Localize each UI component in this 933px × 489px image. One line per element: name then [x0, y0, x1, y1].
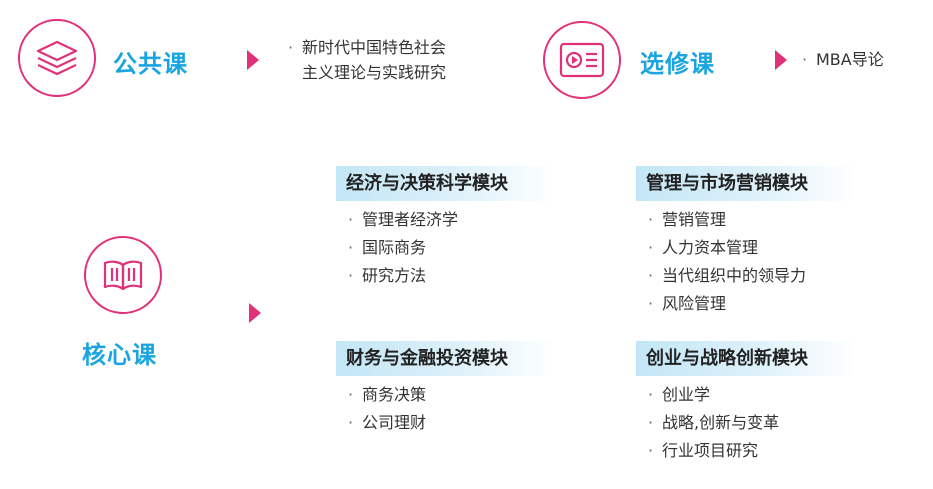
core-course-arrow-icon [249, 303, 261, 323]
module-title: 经济与决策科学模块 [336, 166, 556, 201]
module-title: 创业与战略创新模块 [636, 341, 856, 376]
list-item: ·研究方法 [348, 266, 427, 285]
video-screen-icon [559, 42, 605, 78]
module-entrepreneurship-strategy: 创业与战略创新模块 ·创业学 ·战略,创新与变革 ·行业项目研究 [636, 341, 856, 465]
list-item: ·国际商务 [348, 238, 427, 257]
elective-course-list: ·MBA导论 [802, 47, 884, 72]
module-management-marketing: 管理与市场营销模块 ·营销管理 ·人力资本管理 ·当代组织中的领导力 ·风险管理 [636, 166, 856, 318]
list-item: ·管理者经济学 [348, 210, 459, 229]
module-finance-investment: 财务与金融投资模块 ·商务决策 ·公司理财 [336, 341, 556, 437]
open-book-icon [103, 260, 143, 291]
list-item: ·风险管理 [648, 294, 727, 313]
public-course-title: 公共课 [113, 50, 188, 78]
elective-course-icon-circle [543, 21, 621, 99]
public-course-list: ·新时代中国特色社会 主义理论与实践研究 [288, 35, 446, 85]
module-title: 财务与金融投资模块 [336, 341, 556, 376]
list-item: ·公司理财 [348, 413, 427, 432]
list-item: ·战略,创新与变革 [648, 413, 780, 432]
module-economics-decision: 经济与决策科学模块 ·管理者经济学 ·国际商务 ·研究方法 [336, 166, 556, 290]
list-item: ·当代组织中的领导力 [648, 266, 807, 285]
list-item: ·创业学 [648, 385, 711, 404]
public-course-arrow-icon [247, 50, 259, 70]
list-item: ·营销管理 [648, 210, 727, 229]
layers-icon [36, 40, 78, 76]
elective-course-title: 选修课 [640, 50, 715, 78]
core-course-title: 核心课 [82, 341, 157, 369]
list-item: ·行业项目研究 [648, 441, 759, 460]
core-course-icon-circle [84, 236, 162, 314]
list-item: 主义理论与实践研究 [302, 63, 447, 82]
module-title: 管理与市场营销模块 [636, 166, 856, 201]
public-course-icon-circle [18, 19, 96, 97]
list-item: ·人力资本管理 [648, 238, 759, 257]
list-item: ·新时代中国特色社会 [288, 38, 447, 57]
elective-course-arrow-icon [775, 50, 787, 70]
list-item: ·MBA导论 [802, 50, 884, 69]
list-item: ·商务决策 [348, 385, 427, 404]
